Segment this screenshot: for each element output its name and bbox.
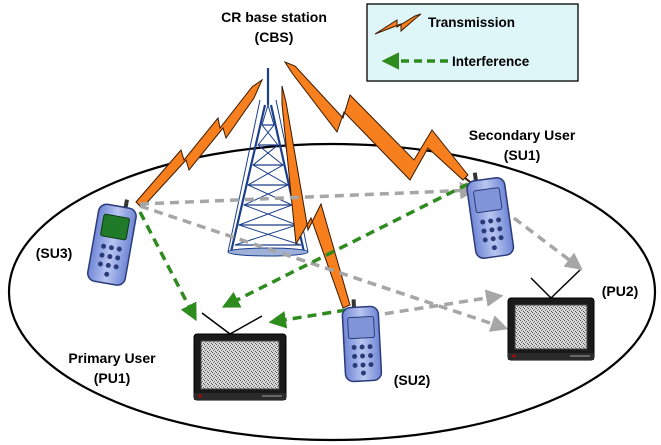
pu1-label-line1: Primary User [68, 350, 156, 366]
pu1-tv-icon [193, 312, 287, 401]
cbs-tower-icon [227, 68, 309, 257]
su1-label-line2: (SU1) [504, 147, 541, 163]
pu2-tv-icon [507, 269, 595, 361]
legend-interference-label: Interference [452, 54, 530, 69]
legend-transmission-bolt-icon [374, 13, 422, 35]
transmission-link-su1-cbs [283, 60, 469, 181]
pu1-label-line2: (PU1) [94, 370, 131, 386]
transmission-links [135, 60, 471, 309]
su2-phone-icon [341, 299, 383, 383]
coverage-area-ellipse [7, 142, 657, 442]
su3-phone-icon [86, 199, 137, 286]
legend-transmission-label: Transmission [428, 15, 515, 30]
su2-label: (SU2) [394, 372, 431, 388]
legend-box [366, 3, 579, 82]
cbs-label-line2: (CBS) [255, 29, 294, 45]
transmission-link-su3-cbs [135, 78, 264, 209]
su1-label-line1: Secondary User [469, 127, 576, 143]
pu2-label: (PU2) [602, 283, 639, 299]
legend: Transmission Interference [366, 3, 579, 82]
cbs-label-line1: CR base station [221, 9, 327, 25]
su3-label: (SU3) [36, 245, 73, 261]
su1-phone-icon [466, 172, 515, 259]
interference-green-links [138, 182, 469, 329]
